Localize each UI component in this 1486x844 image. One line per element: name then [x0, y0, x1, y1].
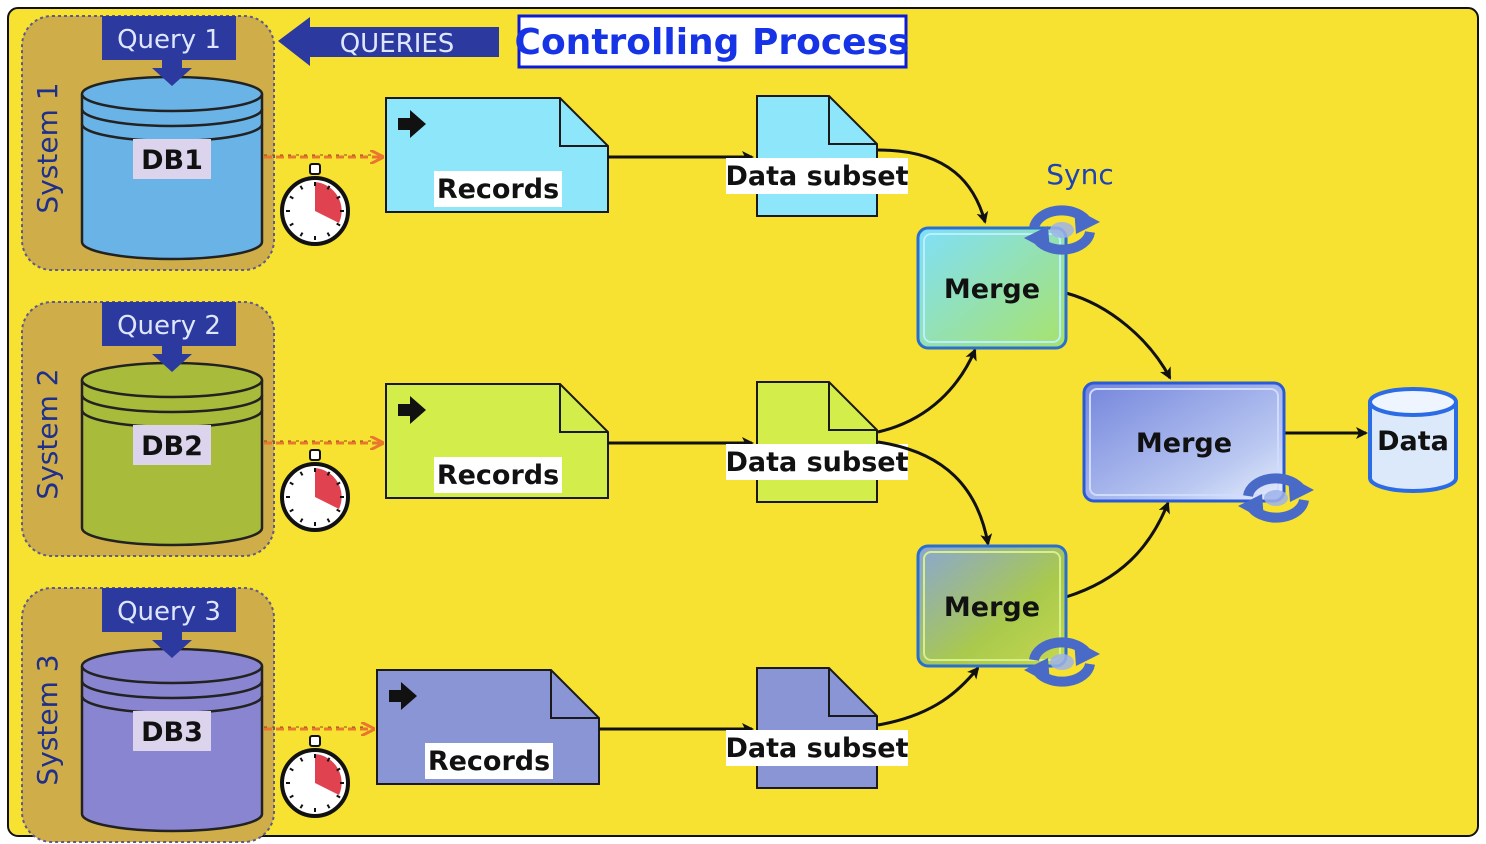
merge-label-final: Merge: [1136, 428, 1232, 459]
background-panel: [7, 7, 1479, 837]
db-label-bg-1: [133, 139, 211, 179]
db-label-1: DB1: [141, 145, 203, 176]
merge-label-2: Merge: [944, 592, 1040, 623]
sync-icon-2: [1024, 637, 1100, 687]
system-row-3: System 3 DB3 Query 3 Records Data subset: [21, 587, 909, 843]
output-label: Data: [1377, 426, 1449, 457]
sync-label: Sync: [1046, 158, 1113, 191]
db-label-bg-2: [133, 425, 211, 465]
sync-icon-3: [1238, 473, 1314, 523]
records-document-2: Records: [385, 383, 609, 499]
page-title: Controlling Process: [515, 22, 910, 63]
arrow-icon-1: [398, 110, 426, 138]
output-data-cylinder: Data: [1368, 387, 1458, 493]
records-label-3: Records: [428, 746, 550, 777]
db-label-3: DB3: [141, 717, 203, 748]
query-banner-2: Query 2: [102, 302, 236, 372]
data-subset-label-2: Data subset: [725, 447, 908, 478]
database-cylinder-2: DB2: [80, 361, 264, 547]
connector-merge1-final: [1065, 291, 1172, 380]
merge-connectors: [877, 148, 1368, 727]
merge-label-1: Merge: [944, 274, 1040, 305]
system-label-1: System 1: [31, 82, 64, 213]
data-subset-document-2: Data subset: [725, 381, 909, 503]
records-document-3: Records: [376, 669, 600, 785]
stopwatch-icon-3: [280, 735, 350, 818]
db-label-bg-3: [133, 711, 211, 751]
query-banner-3: Query 3: [102, 588, 236, 658]
sync-icon-1: [1024, 205, 1100, 255]
queries-arrow: QUERIES: [278, 17, 499, 66]
arrow-icon-3: [389, 682, 417, 710]
records-label-1: Records: [437, 174, 559, 205]
data-subset-label-3: Data subset: [725, 733, 908, 764]
database-cylinder-1: DB1: [80, 75, 264, 261]
connector-subset1-merge1: [877, 148, 989, 224]
data-subset-document-3: Data subset: [725, 667, 909, 789]
system-label-2: System 2: [31, 368, 64, 499]
connector-subset3-merge2: [877, 666, 980, 727]
connector-subset2-merge2: [877, 440, 993, 546]
system-row-1: System 1 DB1 Query 1 Records Data subset: [21, 15, 909, 271]
data-subset-label-1: Data subset: [725, 161, 908, 192]
db-label-2: DB2: [141, 431, 203, 462]
query-label-2: Query 2: [117, 311, 221, 341]
data-subset-document-1: Data subset: [725, 95, 909, 217]
arrow-icon-2: [398, 396, 426, 424]
records-label-2: Records: [437, 460, 559, 491]
query-banner-1: Query 1: [102, 16, 236, 86]
connector-subset2-merge1: [877, 348, 977, 434]
query-label-3: Query 3: [117, 597, 221, 627]
merge-box-1: Merge: [916, 226, 1068, 350]
merge-box-final: Merge: [1082, 381, 1286, 503]
records-document-1: Records: [385, 97, 609, 213]
merge-box-2: Merge: [916, 544, 1068, 668]
connector-merge2-final: [1065, 501, 1170, 599]
query-label-1: Query 1: [117, 25, 221, 55]
stopwatch-icon-1: [280, 163, 350, 246]
system-row-2: System 2 DB2 Query 2 Records Data subset: [21, 301, 909, 557]
system-label-3: System 3: [31, 654, 64, 785]
queries-label: QUERIES: [340, 29, 455, 59]
title-box: Controlling Process: [515, 14, 910, 69]
stopwatch-icon-2: [280, 449, 350, 532]
database-cylinder-3: DB3: [80, 647, 264, 833]
